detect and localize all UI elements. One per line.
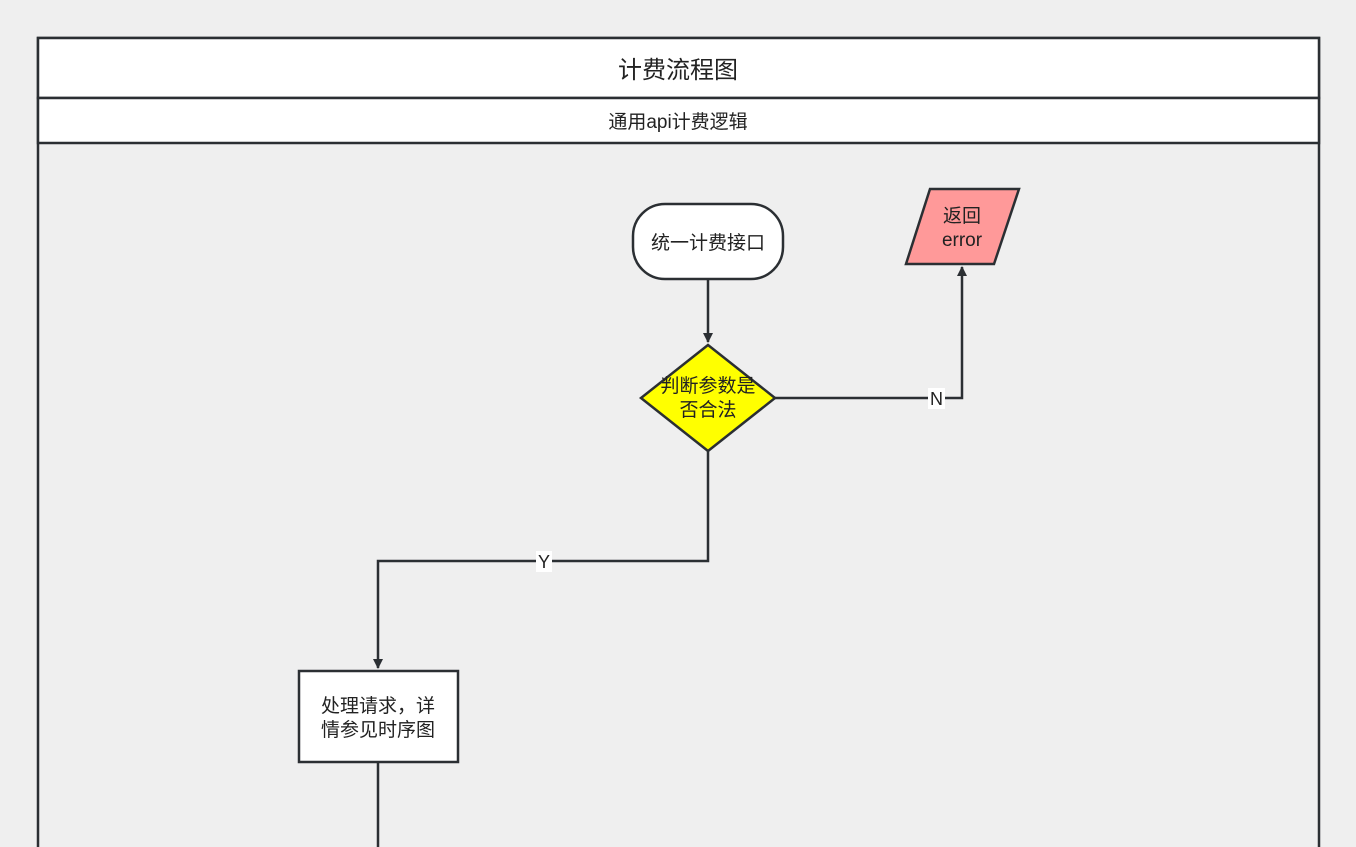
title-header [36, 36, 1321, 100]
pool-frame [36, 36, 1321, 847]
edge-label-y: Y [538, 552, 550, 572]
process-node-label-line2: 情参见时序图 [321, 719, 435, 741]
lane-title: 通用api计费逻辑 [608, 111, 747, 133]
edge-label-n-bg [928, 388, 945, 409]
edge-decision-to-error [775, 266, 967, 400]
edge-label-y-bg [536, 551, 552, 572]
process-node[interactable] [297, 669, 460, 764]
error-node-label-line1: 返回 [943, 205, 981, 227]
error-node-label-line2: error [942, 230, 983, 251]
edge-label-n: N [930, 389, 943, 409]
error-node[interactable] [904, 187, 1021, 266]
start-node-label: 统一计费接口 [651, 232, 765, 254]
decision-node[interactable] [638, 343, 778, 453]
start-node[interactable] [631, 202, 785, 281]
lane-header [36, 96, 1321, 145]
process-node-label-line1: 处理请求，详 [321, 695, 435, 717]
decision-node-label-line2: 否合法 [679, 399, 736, 421]
decision-node-label-line1: 判断参数是 [660, 375, 755, 397]
diagram-title: 计费流程图 [618, 57, 738, 84]
